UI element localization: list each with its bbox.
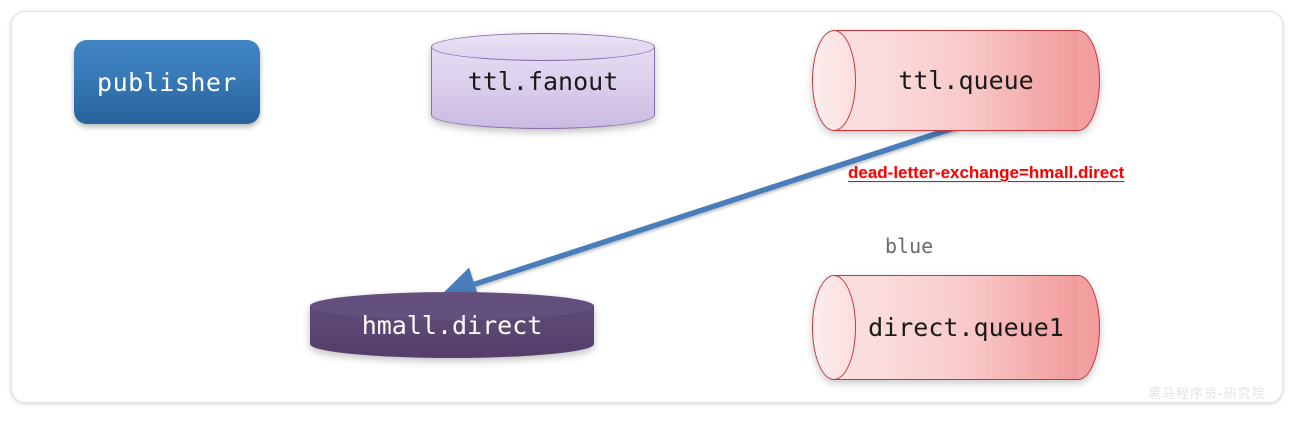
node-hmall-direct-label: hmall.direct (361, 310, 543, 340)
cylinder-top-cap (310, 292, 594, 320)
node-hmall-direct[interactable]: hmall.direct (310, 292, 594, 358)
cylinder-tube (834, 275, 1078, 380)
cylinder-tube (834, 30, 1078, 131)
dead-letter-annotation: dead-letter-exchange=hmall.direct (848, 163, 1125, 182)
cylinder-left-cap (812, 275, 856, 380)
node-publisher[interactable]: publisher (74, 40, 260, 124)
node-direct-queue1-label: direct.queue1 (868, 313, 1064, 342)
node-ttl-fanout-label: ttl.fanout (467, 66, 619, 96)
node-ttl-queue-label: ttl.queue (898, 66, 1034, 95)
binding-key-label: blue (885, 234, 934, 258)
node-publisher-label: publisher (97, 67, 237, 97)
node-ttl-queue[interactable]: ttl.queue (812, 30, 1100, 131)
cylinder-top-cap (431, 33, 655, 61)
node-direct-queue1[interactable]: direct.queue1 (812, 275, 1100, 380)
node-ttl-fanout[interactable]: ttl.fanout (431, 33, 655, 129)
cylinder-left-cap (812, 30, 856, 131)
watermark: 黑马程序员-研究院 (1148, 387, 1266, 402)
